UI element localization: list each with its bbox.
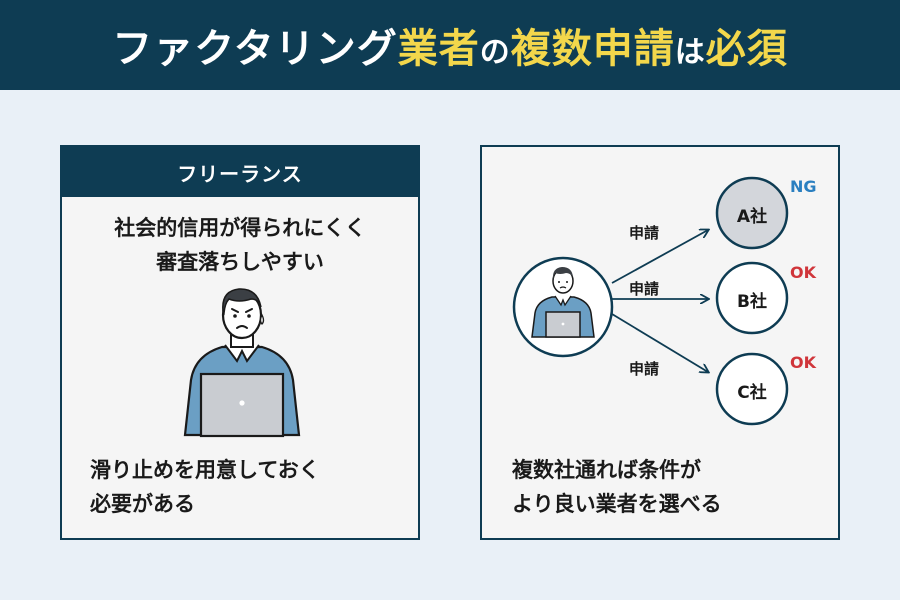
freelance-top-line-2: 審査落ちしやすい (156, 250, 324, 274)
company-a-status: NG (790, 177, 817, 196)
freelance-panel: フリーランス 社会的信用が得られにくく 審査落ちしやすい 滑り止めを用意しておく… (60, 145, 420, 540)
arrow-to-a (611, 230, 708, 284)
title-part-required: 必須 (705, 25, 788, 72)
arrow-label-b: 申請 (629, 280, 660, 298)
company-b-status: OK (790, 263, 816, 282)
header-banner: ファクタリング業者の複数申請は必須 (0, 0, 900, 90)
freelance-top-line-1: 社会的信用が得られにくく (114, 216, 366, 240)
page-title: ファクタリング業者の複数申請は必須 (112, 16, 787, 74)
multiple-application-panel: 申請 申請 申請 A社 B社 C社 NG OK OK 複数社通れば条件が より良… (480, 145, 840, 540)
arrow-label-c: 申請 (629, 360, 660, 378)
company-b-label: B社 (737, 292, 767, 312)
company-a-circle (715, 176, 789, 250)
arrow-label-a: 申請 (629, 224, 660, 242)
title-part-vendor: 業者 (397, 25, 480, 72)
company-b-circle (715, 261, 789, 335)
laptop-icon (199, 372, 285, 438)
company-c-status: OK (790, 353, 816, 372)
multiple-bottom-line-1: 複数社通れば条件が (512, 458, 701, 482)
company-c-circle (715, 352, 789, 426)
multiple-bottom-line-2: より良い業者を選べる (512, 492, 722, 516)
title-part-multiple: 複数申請 (510, 25, 675, 72)
company-c-label: C社 (737, 383, 767, 403)
applicant-person-illustration (531, 267, 595, 338)
arrow-to-c (611, 313, 708, 372)
title-part-wa: は (674, 35, 706, 70)
freelance-heading: フリーランス (62, 147, 418, 197)
freelance-bottom-line-1: 滑り止めを用意しておく (90, 458, 320, 482)
freelance-bottom-line-2: 必要がある (90, 492, 195, 516)
title-part-factoring: ファクタリング (112, 25, 398, 72)
company-a-label: A社 (736, 207, 768, 227)
title-part-no: の (479, 35, 511, 70)
